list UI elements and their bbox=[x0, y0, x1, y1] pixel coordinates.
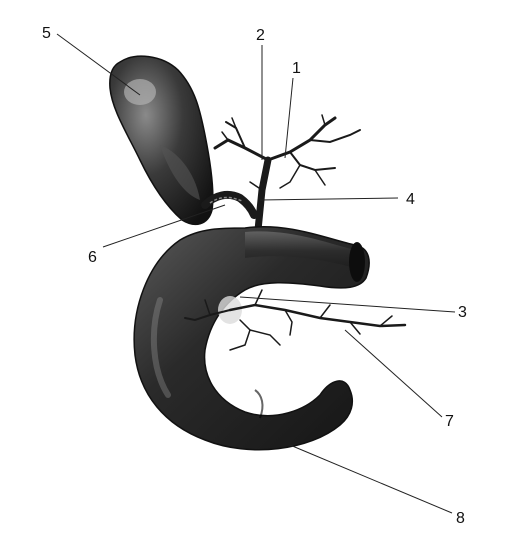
label-2: 2 bbox=[256, 27, 265, 44]
leader-1 bbox=[285, 78, 293, 158]
duodenum bbox=[134, 227, 369, 450]
leader-3 bbox=[240, 297, 455, 312]
label-8: 8 bbox=[456, 510, 465, 527]
label-3: 3 bbox=[458, 304, 467, 321]
label-5: 5 bbox=[42, 25, 51, 42]
label-1: 1 bbox=[292, 60, 301, 77]
leader-4 bbox=[260, 198, 398, 200]
label-4: 4 bbox=[406, 191, 415, 208]
leader-7 bbox=[345, 330, 442, 417]
label-7: 7 bbox=[445, 413, 454, 430]
label-6: 6 bbox=[88, 249, 97, 266]
gallbladder bbox=[110, 56, 213, 224]
leader-8 bbox=[290, 445, 452, 513]
